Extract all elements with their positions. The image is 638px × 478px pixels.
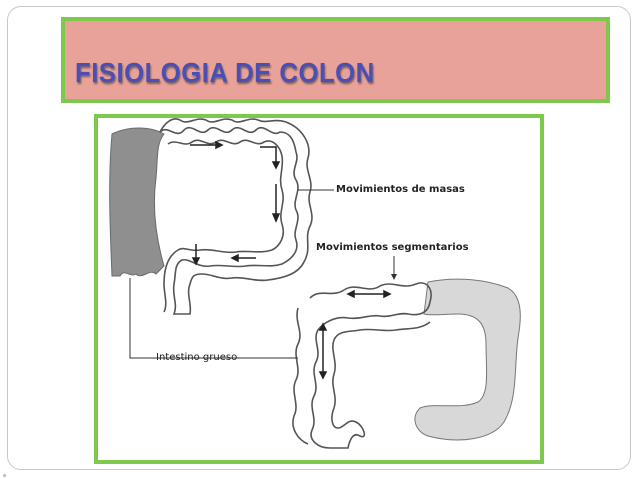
- sigmoid-colon-outline: [309, 282, 432, 449]
- colon-diagram-panel: Movimientos de masas Movimientos segment…: [94, 114, 544, 464]
- segmental-movement-arrows: [318, 289, 392, 380]
- label-mass-movements: Movimientos de masas: [336, 184, 465, 195]
- label-segmental-movements: Movimientos segmentarios: [316, 242, 469, 253]
- mass-movement-arrows: [190, 140, 281, 266]
- title-banner: FISIOLOGIA DE COLON: [61, 17, 610, 103]
- sigmoid-colon-lumen: [292, 307, 309, 445]
- ascending-colon-dark: [109, 127, 165, 277]
- slide-title: FISIOLOGIA DE COLON: [75, 57, 375, 88]
- large-intestine-leader: [129, 278, 298, 359]
- transverse-colon-outline: [159, 118, 313, 315]
- transverse-colon-lumen: [163, 139, 285, 313]
- label-large-intestine: Intestino grueso: [156, 352, 238, 363]
- descending-colon-dotted: [414, 278, 521, 441]
- colon-diagram: [109, 118, 521, 449]
- corner-dot: [3, 474, 6, 477]
